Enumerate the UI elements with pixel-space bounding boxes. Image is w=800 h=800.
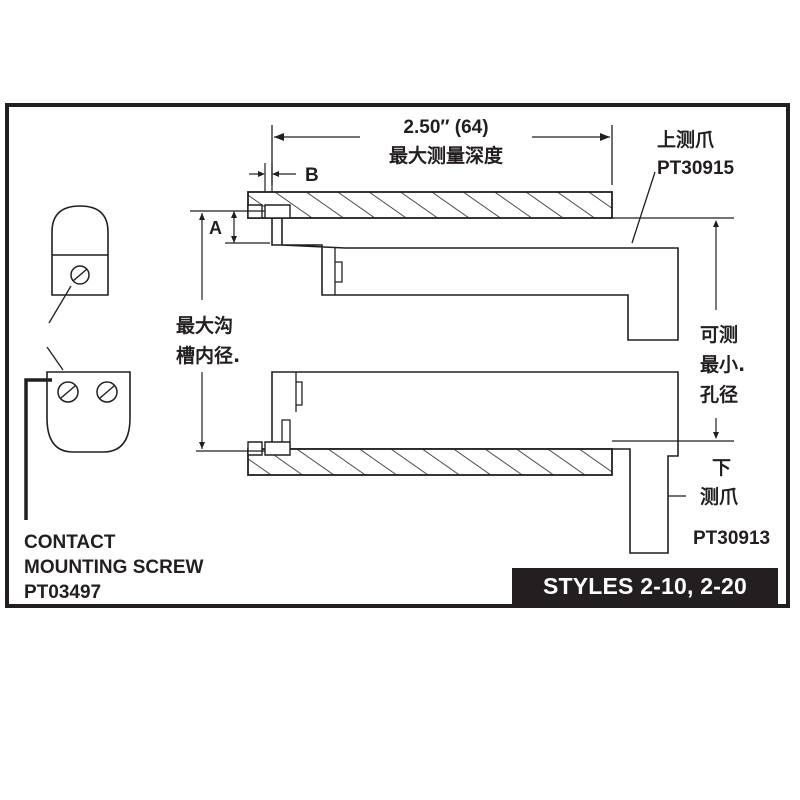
jaw-diagram: 2.50″ (64) 最大测量深度 B 上测爪 PT30915 (24, 117, 770, 603)
min-bore-line3: 孔径 (700, 384, 738, 406)
upper-jaw-body (271, 217, 679, 341)
label-a: A (209, 218, 222, 238)
depth-caption: 最大测量深度 (389, 144, 504, 167)
a-dimension: A (190, 210, 270, 244)
lower-jaw-bar (247, 448, 613, 476)
groove-line2: 槽内径. (176, 344, 240, 367)
lower-jaw-line2: 测爪 (700, 486, 739, 508)
min-bore-line2: 最小. (700, 354, 745, 376)
lower-jaw-part: PT30913 (693, 528, 770, 549)
upper-jaw-leader (631, 171, 656, 244)
screw-line3: PT03497 (24, 582, 101, 603)
lower-jaw-body (271, 371, 679, 554)
lower-jaw-step (247, 441, 263, 456)
contact-top-body (51, 205, 109, 296)
label-b: B (305, 165, 319, 186)
contact-bottom (24, 346, 131, 520)
depth-arrow-right (600, 133, 610, 141)
upper-jaw-name: 上测爪 (657, 129, 715, 151)
depth-dimension-value: 2.50″ (64) (403, 117, 488, 138)
diagram-frame: 2.50″ (64) 最大测量深度 B 上测爪 PT30915 (5, 103, 790, 608)
contact-screw-leader (24, 378, 52, 520)
lower-jaw: 下 测爪 PT30913 (247, 371, 770, 554)
screw-line1: CONTACT (24, 532, 116, 553)
contact-bottom-body (46, 371, 131, 453)
depth-dimension: 2.50″ (64) 最大测量深度 (271, 117, 613, 185)
b-dimension: B (249, 163, 319, 196)
upper-jaw-tip (264, 204, 291, 219)
min-bore-line1: 可测 (700, 324, 738, 346)
depth-arrow-left (274, 133, 284, 141)
min-bore-dimension: 可测 最小. 孔径 (612, 217, 745, 442)
upper-jaw-bar (247, 191, 613, 219)
styles-banner: STYLES 2-10, 2-20 (512, 568, 778, 604)
lower-jaw-tip (264, 441, 291, 456)
groove-dimension: 最大沟 槽内径. (176, 213, 265, 452)
upper-jaw-part: PT30915 (657, 158, 735, 179)
contact-top (48, 205, 109, 324)
groove-line1: 最大沟 (176, 314, 233, 337)
lower-jaw-line1: 下 (712, 457, 731, 479)
upper-jaw: 上测爪 PT30915 (247, 129, 735, 341)
screw-line2: MOUNTING SCREW (24, 557, 204, 578)
